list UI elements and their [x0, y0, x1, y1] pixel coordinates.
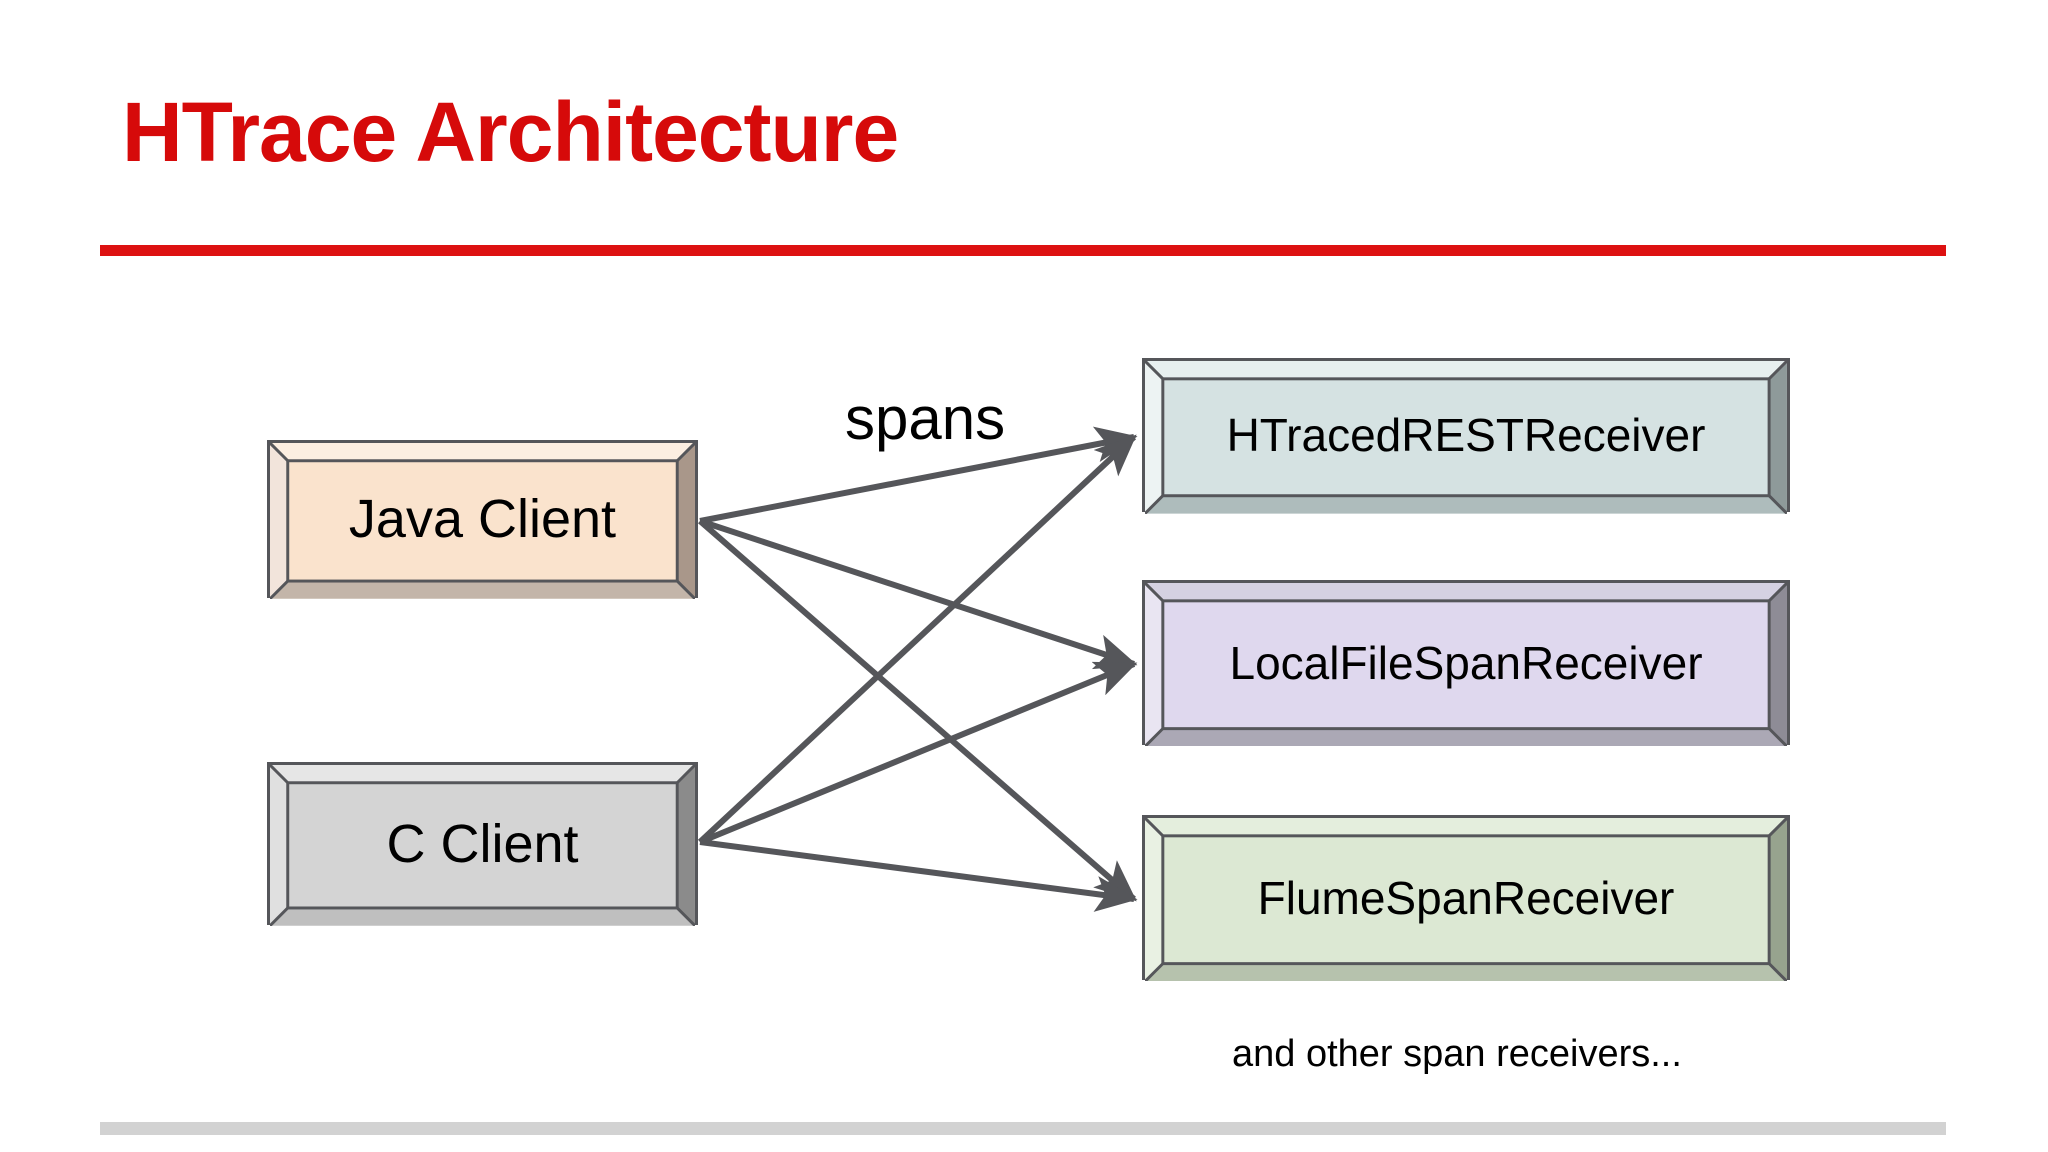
node-c-client[interactable]: C Client: [267, 762, 698, 926]
edge-c-to-htraced: [697, 434, 1137, 845]
node-label-java-client: Java Client: [348, 489, 617, 549]
node-flume-span-receiver[interactable]: FlumeSpanReceiver: [1142, 815, 1790, 982]
node-label-local-file-span-receiver: LocalFileSpanReceiver: [1229, 636, 1703, 689]
node-java-client[interactable]: Java Client: [267, 440, 698, 599]
title-divider: [100, 245, 1946, 256]
node-label-flume-span-receiver: FlumeSpanReceiver: [1257, 871, 1675, 924]
bevel-shading: [1145, 818, 1787, 982]
footnote-other-receivers: and other span receivers...: [1232, 1033, 1682, 1075]
node-local-file-span-receiver[interactable]: LocalFileSpanReceiver: [1142, 580, 1790, 747]
node-htraced-rest-receiver[interactable]: HTracedRESTReceiver: [1142, 358, 1790, 514]
bevel-shading: [1145, 583, 1787, 747]
node-label-htraced-rest-receiver: HTracedRESTReceiver: [1226, 409, 1706, 461]
bevel-shading: [270, 443, 695, 599]
bevel-shading: [1145, 361, 1787, 514]
edge-java-to-flume: [698, 518, 1137, 902]
node-label-c-client: C Client: [386, 813, 579, 874]
footer-bar: [100, 1122, 1946, 1135]
edge-java-to-localfile: [699, 518, 1138, 670]
page-title: HTrace Architecture: [122, 85, 899, 179]
bevel-shading: [270, 765, 695, 926]
edge-c-to-flume: [699, 839, 1138, 912]
edge-label-spans: spans: [845, 385, 1006, 452]
edge-c-to-localfile: [698, 661, 1138, 845]
